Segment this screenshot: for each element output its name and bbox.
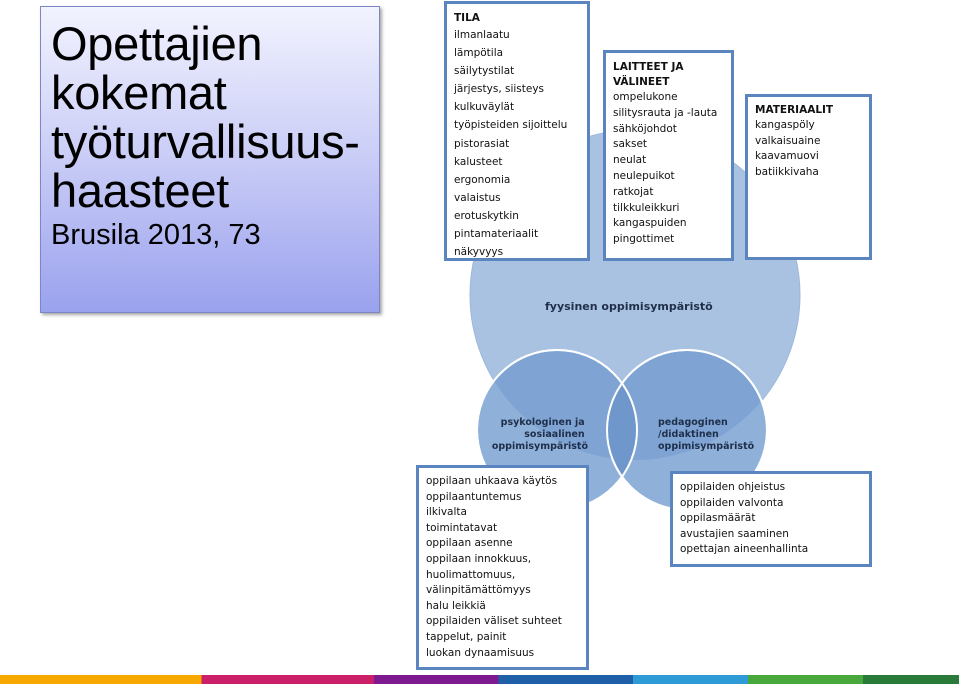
svg-text:psykologinen ja sosiaaline: psykologinen ja sosiaalinen oppimisympär… <box>492 417 589 452</box>
list-item: oppilaan innokkuus, <box>426 552 532 565</box>
title-line-1: Opettajien <box>51 17 263 70</box>
box-tila-header: TILA <box>454 12 480 24</box>
list-item: näkyvyys <box>454 246 504 259</box>
list-item: silitysrauta ja -lauta <box>613 106 718 119</box>
list-item: työpisteiden sijoittelu <box>454 119 568 132</box>
list-item: kulkuväylät <box>454 101 515 114</box>
list-item: valaistus <box>454 191 501 204</box>
list-item: batiikkivaha <box>755 165 819 178</box>
box-materiaalit: MATERIAALIT kangaspöly valkaisuaine kaav… <box>745 94 872 260</box>
list-item: opettajan aineenhallinta <box>680 543 809 556</box>
list-item: pintamateriaalit <box>454 228 539 241</box>
list-item: välinpitämättömyys <box>426 584 531 597</box>
subtitle: Brusila 2013, 73 <box>51 219 261 251</box>
list-item: kalusteet <box>454 155 503 168</box>
list-item: neulepuikot <box>613 169 675 182</box>
bottom-color-bar <box>0 675 959 684</box>
svg-text:pedagoginen /didaktinen: pedagoginen /didaktinen oppimisympäristö <box>658 417 755 452</box>
list-item: ilmanlaatu <box>454 29 510 41</box>
list-item: ergonomia <box>454 173 511 186</box>
pedagogical-label-2: /didaktinen <box>658 429 719 440</box>
list-item: säilytystilat <box>454 65 515 78</box>
list-item: oppilasmäärät <box>680 512 756 525</box>
list-item: halu leikkiä <box>426 599 486 612</box>
list-item: kangaspuiden <box>613 217 687 230</box>
list-item: luokan dynaamisuus <box>426 646 535 659</box>
list-item: valkaisuaine <box>755 134 821 147</box>
box-laitteet-header-2: VÄLINEET <box>613 76 670 88</box>
box-materiaalit-header: MATERIAALIT <box>755 104 834 116</box>
pedagogical-label-1: pedagoginen <box>658 417 728 428</box>
list-item: kaavamuovi <box>755 150 819 163</box>
list-item: ompelukone <box>613 91 678 103</box>
list-item: sähköjohdot <box>613 122 677 135</box>
list-item: tappelut, painit <box>426 630 507 643</box>
list-item: oppilaiden valvonta <box>680 496 784 509</box>
box-psychological-factors: oppilaan uhkaava käytös oppilaantuntemus… <box>416 465 589 670</box>
title-line-3: työturvallisuus- <box>51 115 360 168</box>
list-item: oppilaan asenne <box>426 537 513 550</box>
list-item: avustajien saaminen <box>680 527 789 540</box>
psychological-label-1: psykologinen ja <box>501 417 585 428</box>
psychological-label-2: sosiaalinen <box>524 429 585 440</box>
box-tila: TILA ilmanlaatu lämpötila säilytystilat … <box>444 1 590 261</box>
list-item: oppilaiden ohjeistus <box>680 481 786 493</box>
box-pedagogical-factors: oppilaiden ohjeistus oppilaiden valvonta… <box>670 471 872 567</box>
box-laitteet: LAITTEET JA VÄLINEET ompelukone silitysr… <box>603 50 734 261</box>
box-laitteet-header-1: LAITTEET JA <box>613 61 684 73</box>
list-item: neulat <box>613 154 647 167</box>
list-item: oppilaiden väliset suhteet <box>426 615 562 628</box>
title-box: Opettajien kokemat työturvallisuus- haas… <box>40 6 380 313</box>
list-item: tilkkuleikkuri <box>613 201 680 214</box>
title-line-4: haasteet <box>51 164 229 217</box>
list-item: oppilaan uhkaava käytös <box>426 475 558 487</box>
title-line-2: kokemat <box>51 66 227 119</box>
list-item: toimintatavat <box>426 521 498 534</box>
list-item: oppilaantuntemus <box>426 490 522 503</box>
list-item: ratkojat <box>613 185 654 198</box>
list-item: pistorasiat <box>454 137 510 150</box>
list-item: lämpötila <box>454 47 504 60</box>
list-item: huolimattomuus, <box>426 568 516 581</box>
physical-environment-label: fyysinen oppimisympäristö <box>545 300 713 313</box>
list-item: erotuskytkin <box>454 209 519 222</box>
psychological-label-3: oppimisympäristö <box>492 441 589 452</box>
overlap-right <box>608 351 766 460</box>
list-item: pingottimet <box>613 233 675 246</box>
pedagogical-label-3: oppimisympäristö <box>658 441 755 452</box>
overlap-left <box>478 351 636 460</box>
list-item: kangaspöly <box>755 119 815 131</box>
list-item: ilkivalta <box>426 506 467 519</box>
list-item: järjestys, siisteys <box>454 83 545 96</box>
list-item: sakset <box>613 138 648 151</box>
